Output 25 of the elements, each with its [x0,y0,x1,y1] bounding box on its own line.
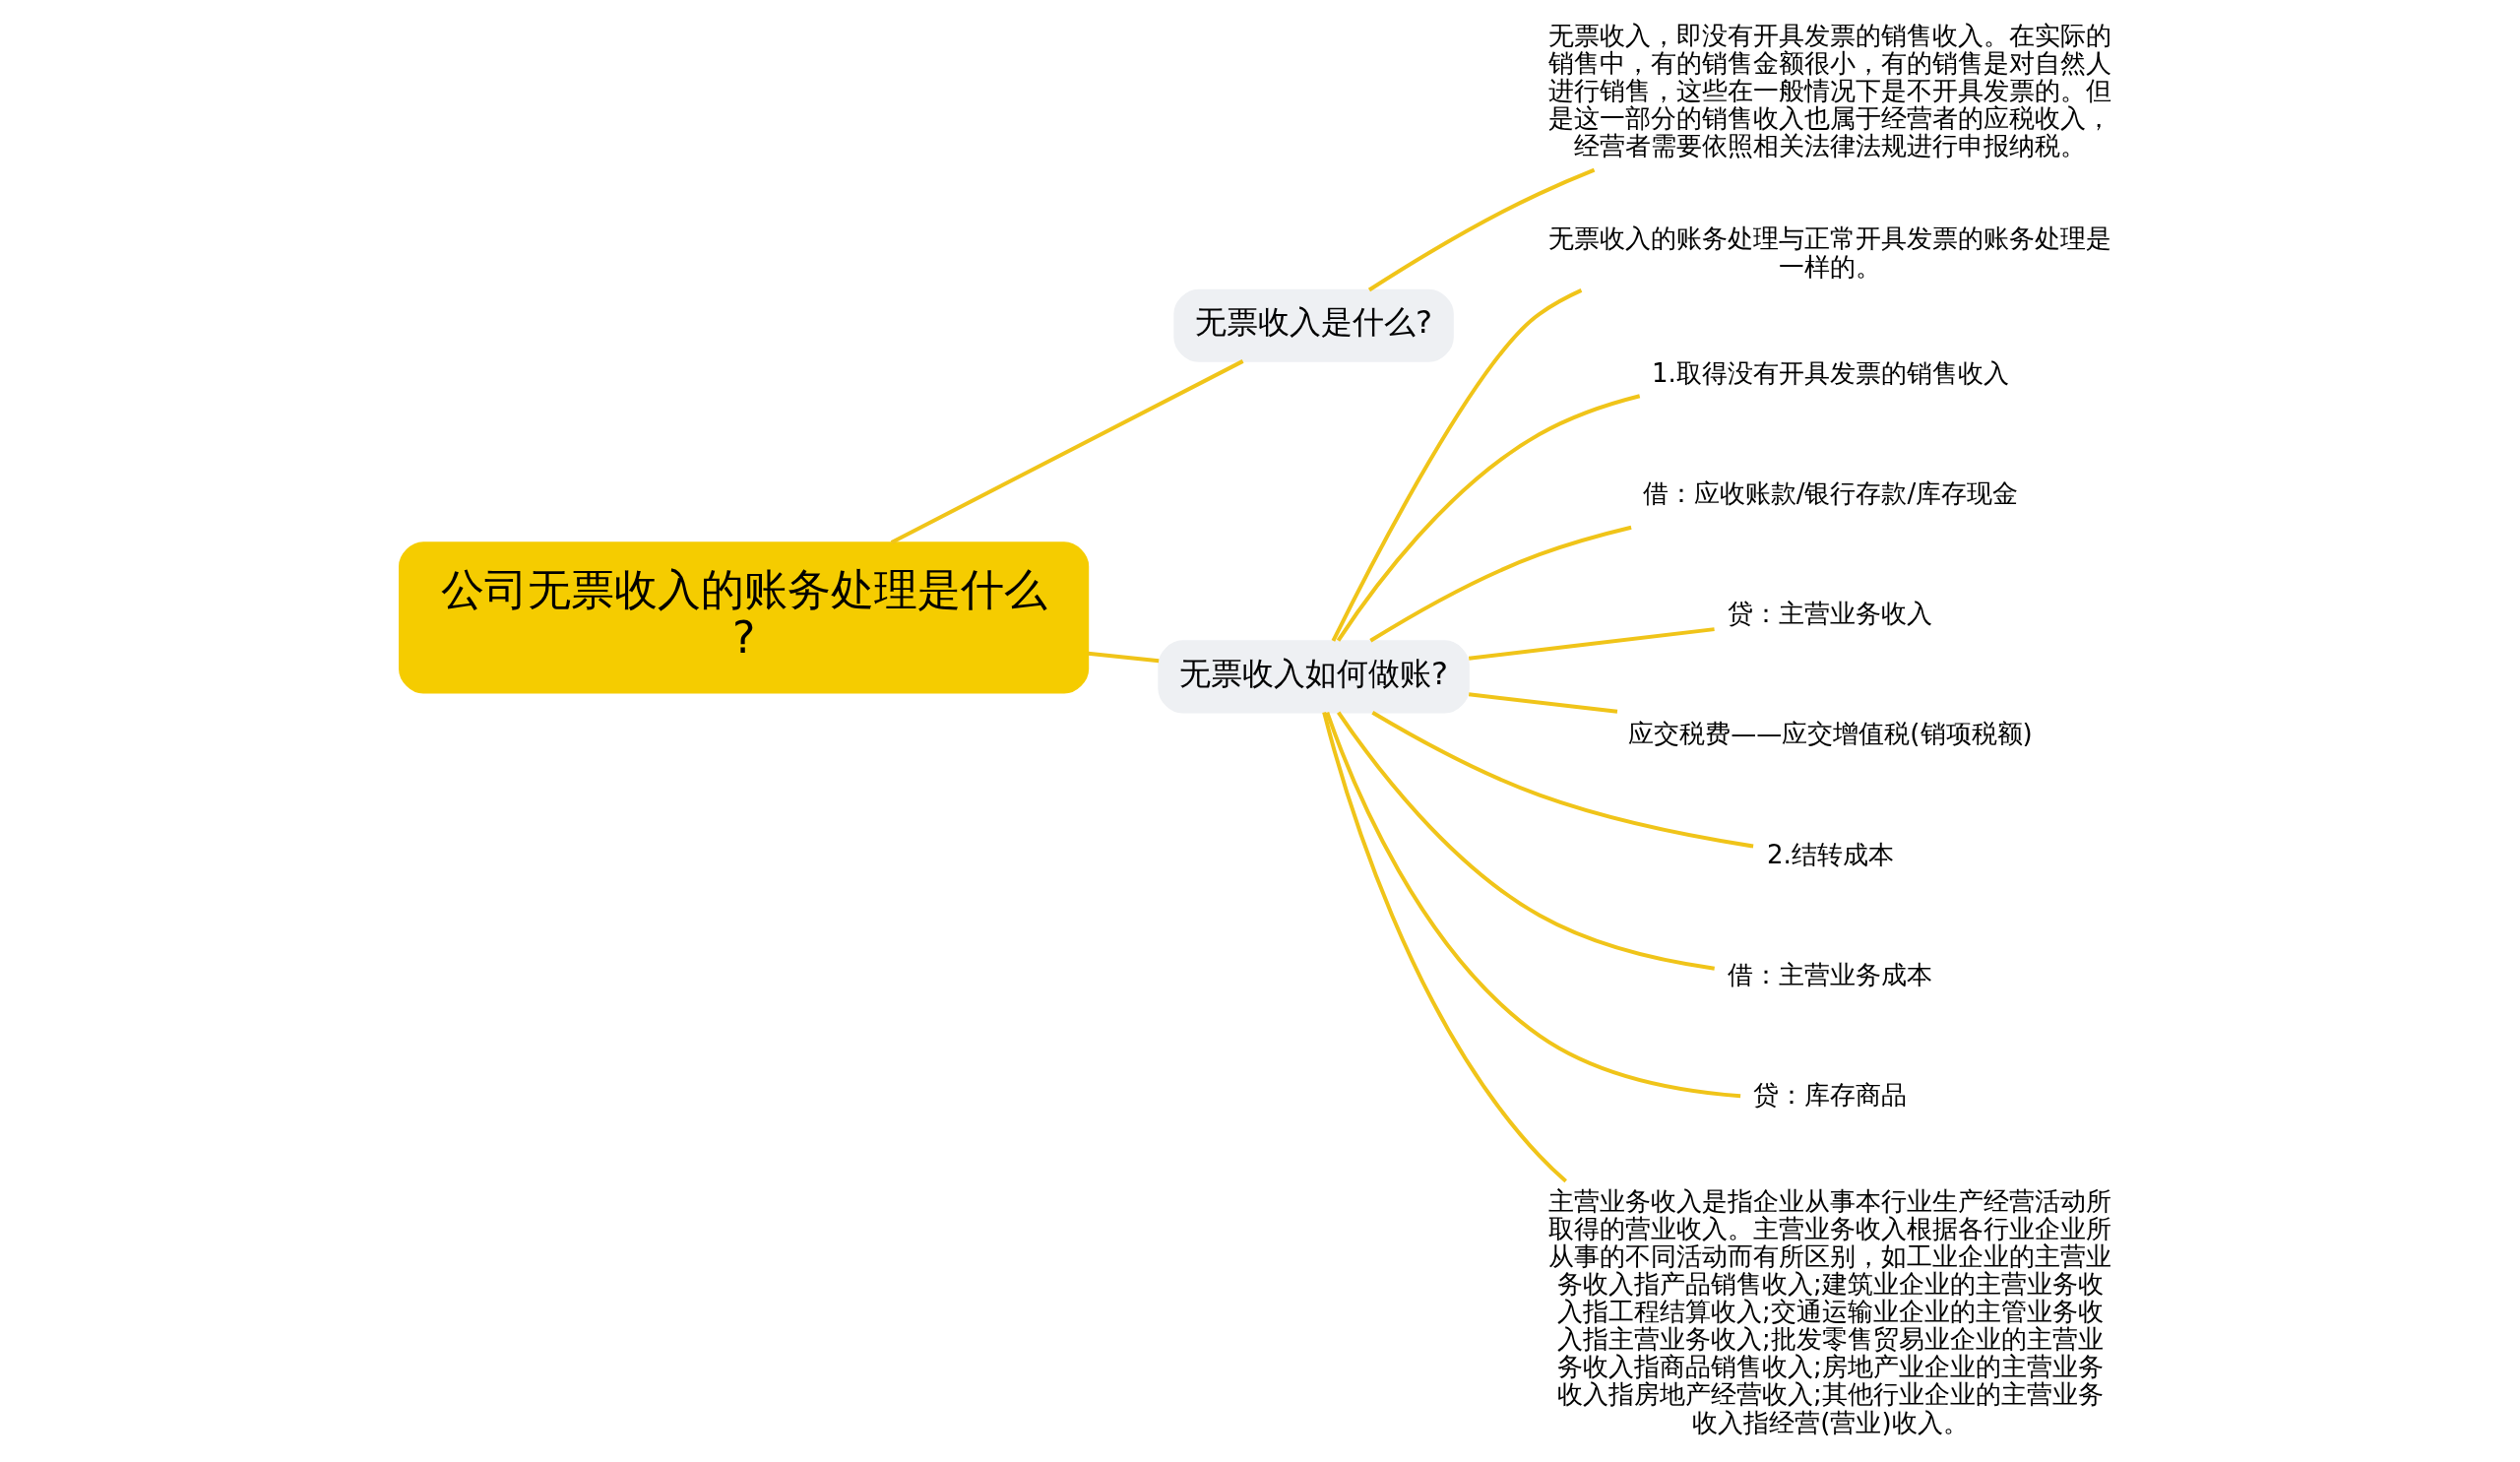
node-text: 借：主营业务成本 [1727,959,1932,989]
node-box: 无票收入如何做账? [1157,640,1470,714]
node-text: 无票收入，即没有开具发票的销售收入。在实际的销售中，有的销售金额很小，有的销售是对自然人进行销售，这些在一般情况下是不开具发票的。但是这一部分的销售收入也属于经营者的应税收入，经营者需要依照相关法律法规进行申报纳税。 [1547,21,2111,161]
node-text: 2.结转成本 [1766,839,1894,869]
connector [890,359,1244,544]
connector [1087,651,1159,664]
connector [1370,711,1753,849]
connector [1324,712,1740,1099]
node-text: 借：应收账款/银行存款/库存现金 [1642,477,2018,508]
node-text: 贷：库存商品 [1752,1079,1907,1110]
node-box: 公司无票收入的账务处理是什么? [398,541,1089,694]
node-text: 贷：主营业务收入 [1727,599,1932,629]
connector [1468,627,1715,661]
connector [1367,167,1595,292]
node-box: 无票收入是什么? [1172,288,1454,362]
node-text: 应交税费——应交增值税(销项税额) [1627,719,2033,749]
node-text: 1.取得没有开具发票的销售收入 [1651,357,2009,388]
connector [1468,692,1617,714]
connector [1336,711,1715,971]
connector [1368,525,1632,643]
node-text: 无票收入的账务处理与正常开具发票的账务处理是一样的。 [1547,223,2111,282]
connector [1336,394,1640,642]
node-text: 主营业务收入是指企业从事本行业生产经营活动所取得的营业收入。主营业务收入根据各行业企业所从事的不同活动而有所区别，如工业企业的主营业务收入指产品销售收入;建筑业企业的主营业务收入指工程结算收入;交通运输业企业的主管业务收入指主营业务收入;批发零售贸易业企业的主营业务收入指商品销售收入;房地产业企业的主营业务收入指房地产经营收入;其他行业企业的主营业务收入指经营(营业)收入。 [1547,1186,2111,1437]
connector [1331,288,1582,642]
connector [1321,712,1567,1183]
